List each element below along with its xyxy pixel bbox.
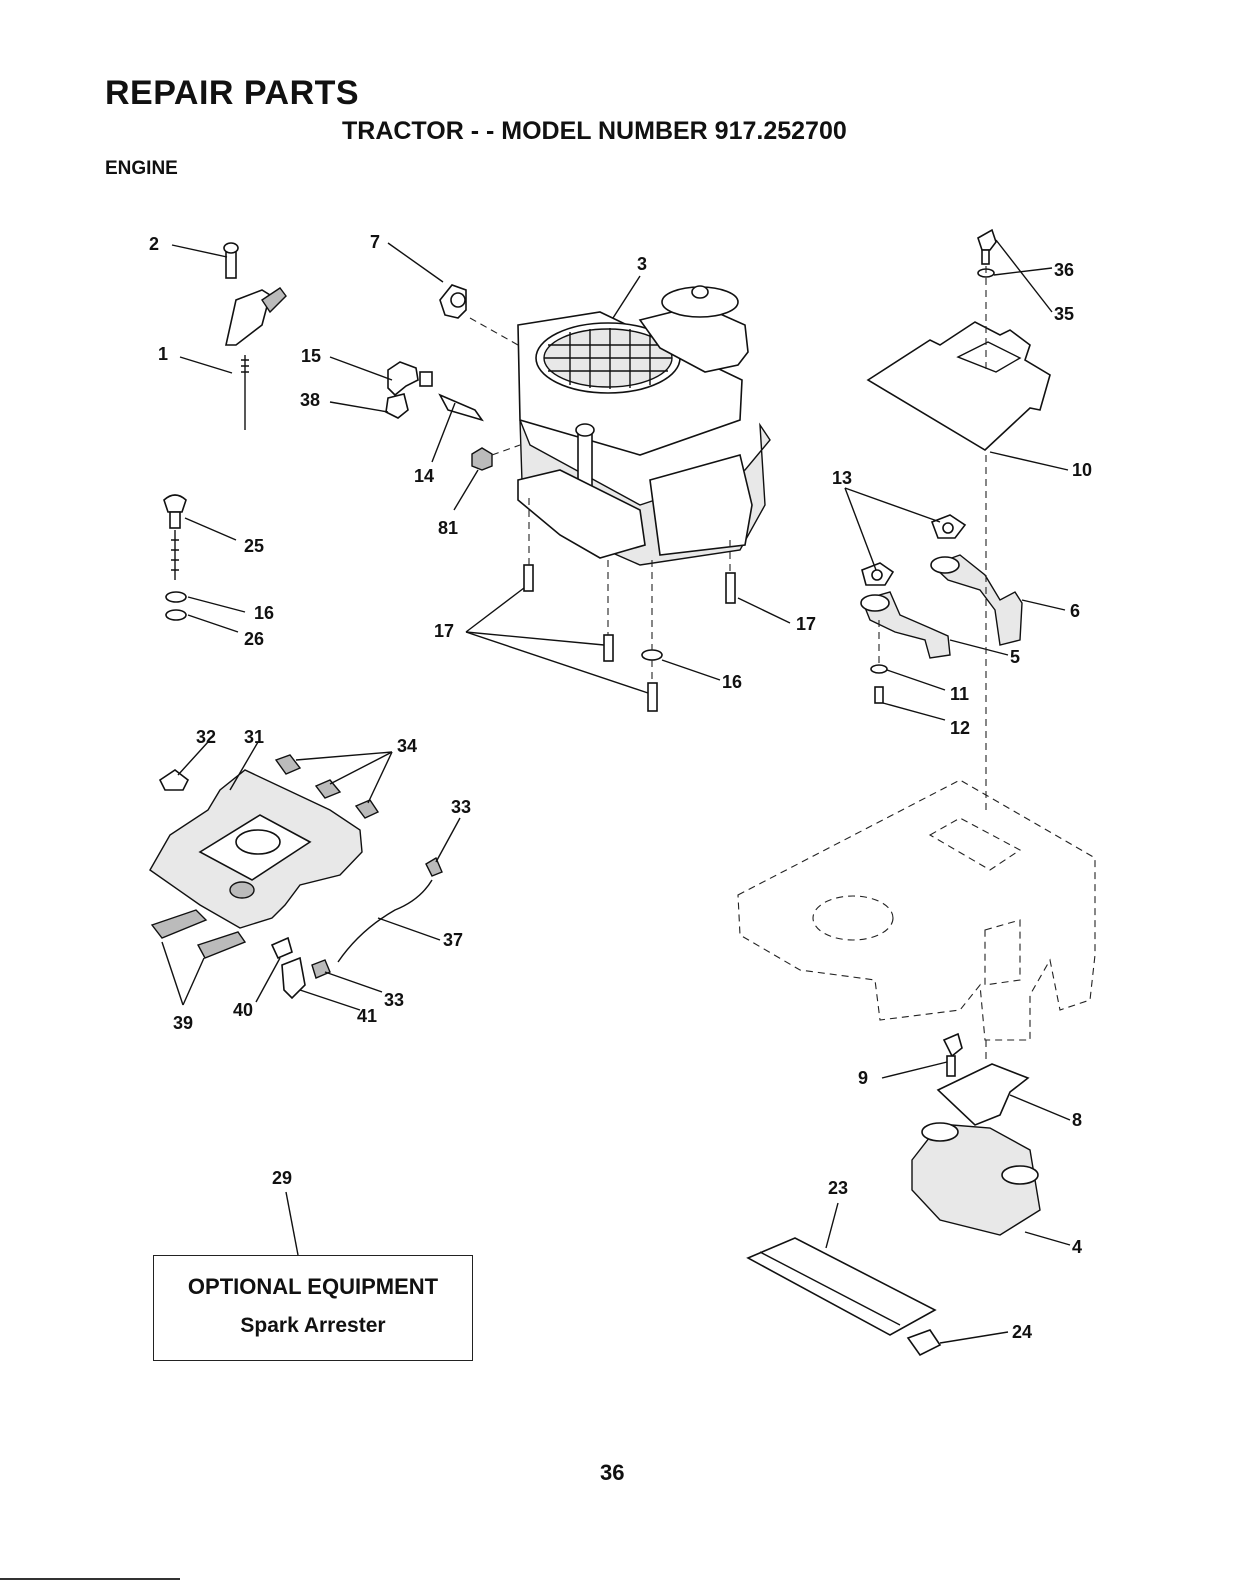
optional-equipment-leader <box>286 1192 298 1255</box>
callout-11: 11 <box>950 684 969 704</box>
heat-shield-parts <box>868 230 1068 470</box>
callout-35: 35 <box>1054 304 1074 324</box>
callout-39: 39 <box>173 1013 193 1033</box>
oil-drain-parts <box>164 495 245 632</box>
callout-17: 17 <box>434 621 454 641</box>
callout-12: 12 <box>950 718 970 738</box>
callout-36: 36 <box>1054 260 1074 280</box>
callout-25: 25 <box>244 536 264 556</box>
callout-40: 40 <box>233 1000 253 1020</box>
callout-4: 4 <box>1072 1237 1082 1257</box>
muffler-parts <box>882 1034 1070 1245</box>
callout-81: 81 <box>438 518 458 538</box>
callout-41: 41 <box>357 1006 377 1026</box>
clamp-part <box>388 243 518 345</box>
callout-32: 32 <box>196 727 216 747</box>
callout-37: 37 <box>443 930 463 950</box>
callout-17: 17 <box>796 614 816 634</box>
callout-34: 34 <box>397 736 417 756</box>
engine-part <box>518 276 770 565</box>
callout-26: 26 <box>244 629 264 649</box>
fuel-fitting-parts <box>330 357 520 510</box>
callout-24: 24 <box>1012 1322 1032 1342</box>
callout-14: 14 <box>414 466 434 486</box>
callout-13: 13 <box>832 468 852 488</box>
callout-1: 1 <box>158 344 168 364</box>
page-number: 36 <box>600 1460 624 1486</box>
callout-16: 16 <box>254 603 274 623</box>
callout-33: 33 <box>384 990 404 1010</box>
callout-15: 15 <box>301 346 321 366</box>
tractor-frame <box>738 780 1095 1040</box>
callout-2: 2 <box>149 234 159 254</box>
callout-23: 23 <box>828 1178 848 1198</box>
optional-equipment-box: OPTIONAL EQUIPMENT Spark Arrester <box>153 1255 473 1361</box>
callout-7: 7 <box>370 232 380 252</box>
exhaust-pipe-parts <box>845 455 1065 815</box>
callout-10: 10 <box>1072 460 1092 480</box>
callout-16: 16 <box>722 672 742 692</box>
callout-8: 8 <box>1072 1110 1082 1130</box>
callout-9: 9 <box>858 1068 868 1088</box>
callout-6: 6 <box>1070 601 1080 621</box>
callout-3: 3 <box>637 254 647 274</box>
callout-5: 5 <box>1010 647 1020 667</box>
fuel-tank-parts <box>150 742 460 1010</box>
callout-33: 33 <box>451 797 471 817</box>
optional-equipment-item: Spark Arrester <box>154 1314 472 1338</box>
callout-29: 29 <box>272 1168 292 1188</box>
callout-31: 31 <box>244 727 264 747</box>
callout-38: 38 <box>300 390 320 410</box>
optional-equipment-heading: OPTIONAL EQUIPMENT <box>154 1274 472 1300</box>
bottom-rule <box>0 1578 180 1580</box>
throttle-control-part <box>172 243 286 430</box>
